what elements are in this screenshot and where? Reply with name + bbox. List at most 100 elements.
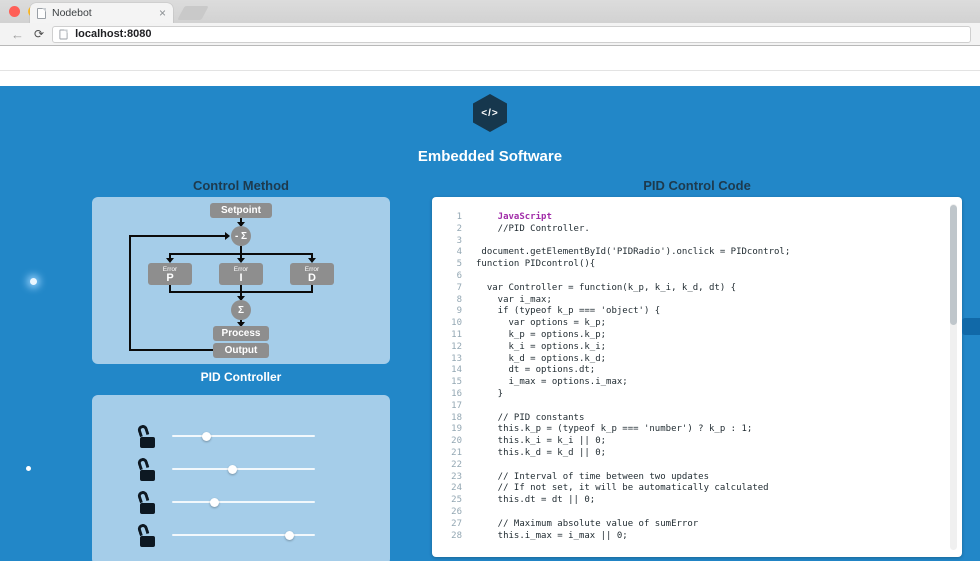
connector: [240, 246, 242, 253]
code-text: // PID constants: [476, 412, 585, 423]
connector: [240, 255, 242, 260]
line-number: 12: [451, 341, 462, 352]
i-block: Error I: [219, 263, 263, 285]
code-text: function PIDcontrol(){: [476, 259, 596, 270]
scrollbar-thumb[interactable]: [950, 205, 957, 325]
code-text: this.dt = dt || 0;: [476, 495, 596, 506]
divider-line: [0, 70, 980, 71]
code-text: this.k_p = (typeof k_p === 'number') ? k…: [476, 424, 753, 435]
line-number: 15: [451, 377, 462, 388]
new-tab-button[interactable]: [177, 6, 209, 20]
code-line: 6: [444, 271, 938, 283]
code-line: 10 var options = k_p;: [444, 318, 938, 330]
line-number: 27: [451, 518, 462, 529]
connector: [169, 285, 171, 291]
line-number: 17: [451, 400, 462, 411]
code-text: JavaScript: [476, 212, 552, 222]
code-text: }: [476, 388, 504, 399]
code-text: //PID Controller.: [476, 223, 590, 234]
arrow-icon: [237, 258, 245, 263]
pid-code-heading: PID Control Code: [643, 178, 751, 193]
code-line: 26: [444, 507, 938, 519]
lock-shackle: [136, 423, 150, 438]
code-text: this.i_max = i_max || 0;: [476, 530, 628, 541]
error-label: Error: [162, 265, 178, 273]
page-icon: [59, 29, 68, 39]
slider-row: [92, 423, 390, 449]
d-block: Error D: [290, 263, 334, 285]
logo-glyph: </>: [481, 107, 499, 119]
arrow-icon: [237, 222, 245, 227]
line-number: 8: [456, 294, 462, 305]
line-number: 16: [451, 388, 462, 399]
scrollbar-track[interactable]: [950, 204, 957, 550]
reload-button[interactable]: ⟳: [34, 26, 45, 41]
tab-close-icon[interactable]: ×: [158, 6, 166, 20]
tab-strip: Nodebot ×: [0, 0, 980, 23]
close-window-button[interactable]: [9, 6, 20, 17]
line-number: 13: [451, 353, 462, 364]
slider-handle[interactable]: [201, 432, 211, 441]
line-number: 19: [451, 424, 462, 435]
code-hexagon-logo: </>: [473, 94, 507, 132]
slider-handle[interactable]: [210, 498, 220, 507]
code-line: 7 var Controller = function(k_p, k_i, k_…: [444, 283, 938, 295]
slider-track[interactable]: [172, 501, 315, 503]
code-line: 16 }: [444, 389, 938, 401]
lock-body: [140, 536, 155, 547]
slider-track[interactable]: [172, 435, 315, 437]
connector: [129, 235, 131, 351]
code-line: 12 k_i = options.k_i;: [444, 342, 938, 354]
code-text: if (typeof k_p === 'object') {: [476, 306, 661, 317]
output-block: Output: [213, 343, 269, 358]
slider-handle[interactable]: [227, 465, 237, 474]
unlock-icon[interactable]: [136, 456, 158, 481]
line-number: 28: [451, 530, 462, 541]
connector: [311, 255, 313, 260]
lock-body: [140, 437, 155, 448]
arrow-icon: [166, 258, 174, 263]
right-edge-tab[interactable]: [962, 318, 980, 335]
favicon-icon: [37, 7, 46, 19]
line-number: 18: [451, 412, 462, 423]
code-line: 20 this.k_i = k_i || 0;: [444, 436, 938, 448]
unlock-icon[interactable]: [136, 423, 158, 448]
slider-handle[interactable]: [284, 531, 294, 540]
browser-tab[interactable]: Nodebot ×: [30, 3, 173, 23]
line-number: 26: [451, 506, 462, 517]
line-number: 21: [451, 447, 462, 458]
line-number: 25: [451, 495, 462, 506]
line-number: 7: [456, 282, 462, 293]
code-line: 3: [444, 236, 938, 248]
address-bar[interactable]: localhost:8080: [52, 25, 971, 43]
hero-section: </> Embedded Software Control Method PID…: [0, 86, 980, 561]
code-text: var Controller = function(k_p, k_i, k_d,…: [476, 282, 737, 293]
code-line: 25 this.dt = dt || 0;: [444, 495, 938, 507]
slider-track[interactable]: [172, 534, 315, 536]
code-line: 21 this.k_d = k_d || 0;: [444, 448, 938, 460]
code-line: 17: [444, 401, 938, 413]
code-text: // If not set, it will be automatically …: [476, 483, 769, 494]
line-number: 14: [451, 365, 462, 376]
code-line: 28 this.i_max = i_max || 0;: [444, 531, 938, 543]
code-line: 27 // Maximum absolute value of sumError: [444, 519, 938, 531]
line-number: 4: [456, 247, 462, 258]
line-number: 1: [456, 212, 462, 222]
unlock-icon[interactable]: [136, 489, 158, 514]
slider-row: [92, 522, 390, 548]
unlock-icon[interactable]: [136, 522, 158, 547]
line-number: 10: [451, 318, 462, 329]
code-text: document.getElementById('PIDRadio').oncl…: [476, 247, 791, 258]
line-number: 20: [451, 436, 462, 447]
code-line: 22: [444, 460, 938, 472]
lock-shackle: [136, 489, 150, 504]
slider-track[interactable]: [172, 468, 315, 470]
lock-shackle: [136, 456, 150, 471]
back-button[interactable]: ←: [11, 26, 24, 42]
code-line: 14 dt = options.dt;: [444, 365, 938, 377]
arrow-icon: [308, 258, 316, 263]
code-text: var options = k_p;: [476, 318, 607, 329]
url-text: localhost:8080: [75, 28, 152, 40]
connector: [129, 349, 213, 351]
